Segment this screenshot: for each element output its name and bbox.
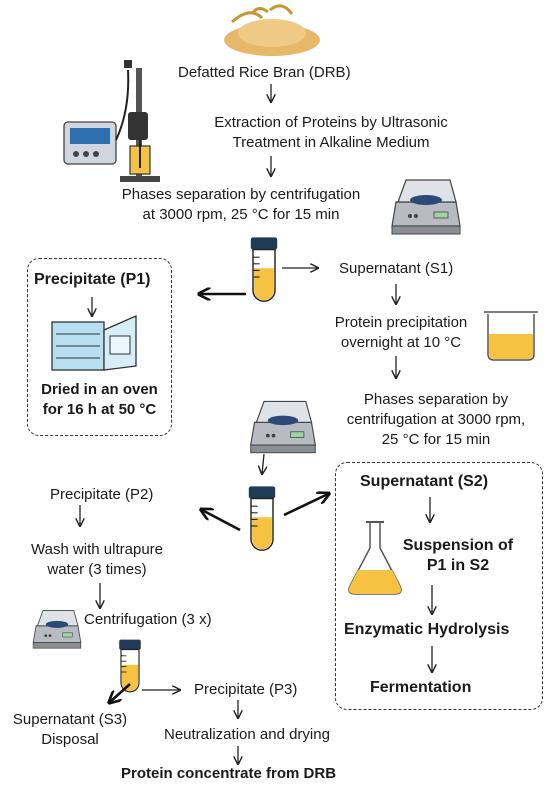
- separation-2-line-1: Phases separation by: [363, 391, 509, 408]
- protein-precipitation-label: Protein precipitation overnight at 10 °C: [316, 313, 486, 353]
- protein-precipitation-line-2: overnight at 10 °C: [340, 334, 462, 351]
- dried-oven-line-2: for 16 h at 50 °C: [42, 401, 157, 418]
- arrow: [110, 683, 131, 702]
- final-product-label: Protein concentrate from DRB: [121, 765, 337, 782]
- separation-2-line-2: centrifugation at 3000 rpm,: [346, 411, 526, 428]
- fermentation-label: Fermentation: [370, 679, 472, 696]
- precipitate-p2-label: Precipitate (P2): [50, 486, 154, 503]
- wash-line-1: Wash with ultrapure: [31, 541, 163, 558]
- supernatant-s3-line-2: Disposal: [41, 731, 99, 748]
- centrifuge-icon: [32, 609, 82, 649]
- protein-precipitation-line-1: Protein precipitation: [334, 314, 468, 331]
- drying-oven-icon: [51, 315, 137, 371]
- separation-1-line-2: at 3000 rpm, 25 °C for 15 min: [142, 206, 340, 223]
- arrow: [283, 494, 328, 517]
- ultrasonic-probe-icon: [63, 60, 160, 182]
- erlenmeyer-flask-icon: [348, 521, 402, 595]
- separation-2-label: Phases separation by centrifugation at 3…: [330, 390, 542, 450]
- extraction-label: Extraction of Proteins by Ultrasonic Tre…: [200, 113, 462, 153]
- separation-1-label: Phases separation by centrifugation at 3…: [96, 185, 386, 225]
- supernatant-s3-line-1: Supernatant (S3): [12, 711, 128, 728]
- enzymatic-hydrolysis-label: Enzymatic Hydrolysis: [344, 621, 510, 638]
- centrifuge-icon: [391, 179, 461, 235]
- neutralization-label: Neutralization and drying: [164, 726, 330, 743]
- precipitate-p1-title: Precipitate (P1): [34, 271, 151, 288]
- dried-oven-line-1: Dried in an oven: [41, 381, 158, 398]
- dried-oven-label: Dried in an oven for 16 h at 50 °C: [28, 380, 171, 420]
- precipitate-p1-box: [27, 258, 172, 436]
- separation-2-line-3: 25 °C for 15 min: [381, 431, 491, 448]
- test-tube-icon: [248, 485, 276, 551]
- separation-1-line-1: Phases separation by centrifugation: [121, 186, 361, 203]
- suspension-line-1: Suspension of: [402, 537, 514, 554]
- supernatant-s2-box: [335, 462, 543, 710]
- arrow: [202, 510, 241, 532]
- centrifugation-3x-label: Centrifugation (3 x): [84, 611, 212, 628]
- supernatant-s1-label: Supernatant (S1): [339, 260, 454, 277]
- test-tube-icon: [118, 639, 142, 693]
- precipitate-p3-label: Precipitate (P3): [194, 681, 298, 698]
- suspension-label: Suspension of P1 in S2: [388, 536, 528, 576]
- beaker-icon: [484, 311, 538, 361]
- supernatant-s3-label: Supernatant (S3) Disposal: [2, 710, 138, 750]
- wash-label: Wash with ultrapure water (3 times): [22, 540, 172, 580]
- extraction-line-1: Extraction of Proteins by Ultrasonic: [214, 114, 448, 131]
- suspension-line-2: P1 in S2: [426, 557, 490, 574]
- wash-line-2: water (3 times): [47, 561, 147, 578]
- centrifuge-icon: [250, 400, 316, 454]
- arrow: [262, 453, 264, 474]
- rice-bran-pile-icon: [224, 4, 320, 56]
- extraction-line-2: Treatment in Alkaline Medium: [232, 134, 430, 151]
- drb-label: Defatted Rice Bran (DRB): [178, 64, 351, 81]
- test-tube-icon: [250, 236, 278, 302]
- supernatant-s2-title: Supernatant (S2): [360, 473, 489, 490]
